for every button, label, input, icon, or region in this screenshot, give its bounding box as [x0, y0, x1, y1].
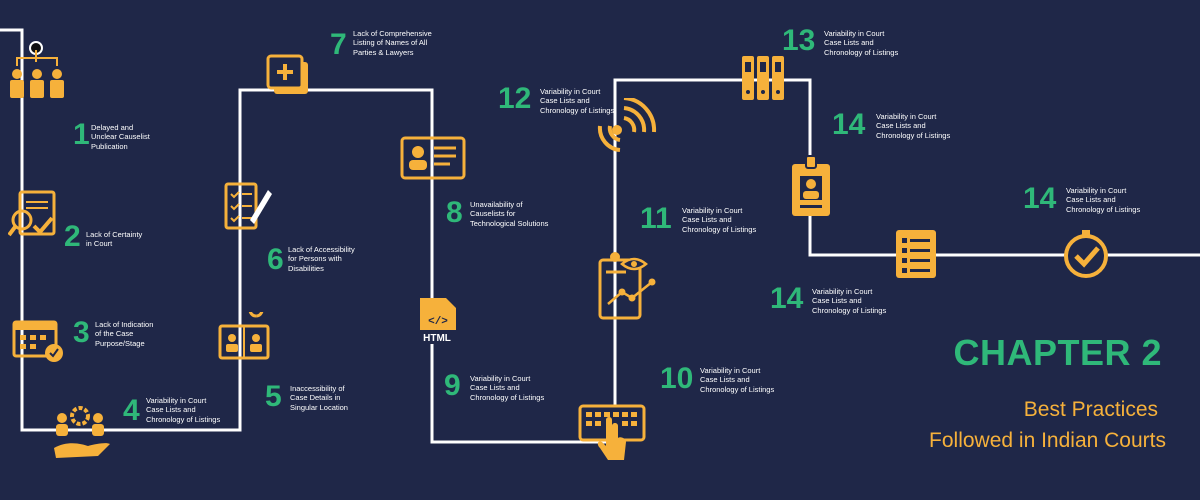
keyboard-touch-icon: [578, 404, 646, 460]
chapter-title: CHAPTER 2: [953, 332, 1162, 373]
path-node: [612, 125, 622, 135]
video-conference-icon: [218, 312, 270, 360]
html-file-icon: </> HTML: [416, 298, 458, 344]
svg-text:</>: </>: [428, 316, 448, 328]
step-4-number: 4: [123, 394, 140, 427]
step-13-number: 13: [782, 24, 816, 57]
step-11-number: 11: [640, 202, 672, 235]
step-3-number: 3: [73, 316, 90, 349]
chapter-subtitle-line-1: Best Practices: [1023, 398, 1158, 421]
signal-icon: [597, 98, 657, 152]
list-icon: [896, 230, 936, 278]
analytics-eye-icon: [598, 257, 656, 320]
document-magnifier-icon: [8, 190, 56, 237]
step-9-number: 9: [444, 369, 461, 402]
binders-icon: [742, 56, 784, 100]
id-card-icon: [400, 136, 466, 180]
add-document-icon: [266, 54, 308, 94]
step-8-number: 8: [446, 196, 463, 229]
hierarchy-icon: [10, 50, 64, 98]
hand-team-gear-icon: [54, 406, 110, 458]
step-6-number: 6: [267, 243, 284, 276]
step-12-number: 12: [498, 82, 532, 115]
step-5-number: 5: [265, 380, 282, 413]
step-10-number: 10: [660, 362, 694, 395]
chapter-subtitle-line-2: Followed in Indian Courts: [929, 429, 1166, 452]
step-14a-number: 14: [832, 108, 866, 141]
calendar-check-icon: [12, 320, 63, 362]
step-14b-number: 14: [770, 282, 804, 315]
checklist-pen-icon: [224, 182, 272, 230]
roadmap-path: [0, 28, 1200, 444]
step-1-number: 1: [73, 118, 90, 151]
step-7-number: 7: [330, 28, 347, 61]
svg-text:HTML: HTML: [423, 333, 451, 344]
clock-check-icon: [1064, 230, 1108, 278]
step-14c-number: 14: [1023, 182, 1057, 215]
step-2-number: 2: [64, 220, 81, 253]
badge-icon: [792, 155, 830, 216]
